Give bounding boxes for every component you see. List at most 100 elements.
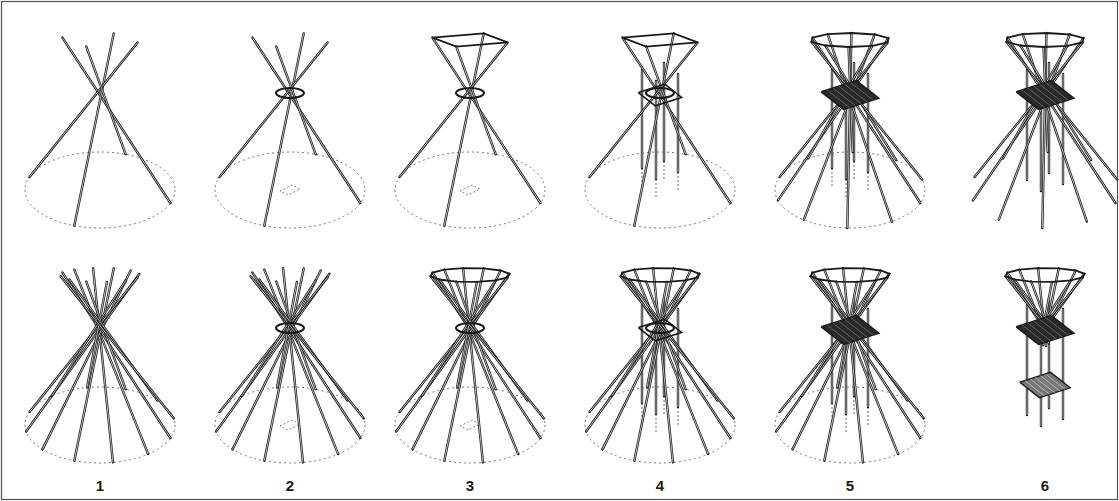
bamboo-pole [780,42,888,177]
bamboo-pole [74,268,113,460]
bamboo-pole [61,276,174,418]
tower-stage [775,33,925,228]
post-guide [678,172,679,192]
bamboo-pole [422,280,496,396]
bamboo-pole [431,276,544,418]
bamboo-pole-highlight [251,276,364,418]
bamboo-pole [975,42,1083,177]
collar-ring [456,88,484,98]
bamboo-pole-highlight [642,70,643,168]
bamboo-pole-highlight [1027,70,1028,180]
post-guide [678,407,679,427]
tower-stage [25,33,175,228]
bamboo-pole-highlight [61,276,174,418]
stage-number: 2 [270,477,310,495]
bamboo-pole [1023,34,1087,221]
bamboo-pole [804,34,875,219]
bamboo-pole-highlight [793,271,881,450]
bamboo-pole-highlight [1007,42,1118,180]
bamboo-pole [590,42,698,177]
bamboo-pole-highlight [612,280,686,396]
bamboo-pole [1007,42,1118,180]
bamboo-pole-highlight [276,47,315,155]
platform [821,316,879,345]
bamboo-pole-highlight [74,268,113,460]
bamboo-pole-highlight [457,282,477,388]
bamboo-pole-highlight [647,282,667,388]
platform [1016,81,1074,110]
bamboo-pole [264,268,303,460]
bamboo-pole-highlight [999,34,1070,219]
bamboo-pole [220,42,328,177]
bamboo-pole [646,47,685,155]
bamboo-pole [828,34,892,221]
post-guide [868,407,869,427]
bamboo-pole-highlight [622,38,730,203]
stage-number: 5 [830,477,870,495]
ground-circle [585,387,735,463]
post-guide [832,168,833,188]
bamboo-pole-highlight [804,34,875,219]
bamboo-pole-highlight [444,268,483,460]
top-ring [811,268,890,282]
post-guide [656,179,657,199]
bamboo-pole-highlight [431,276,544,418]
bamboo-pole-highlight [220,42,328,177]
post-guide [854,161,855,181]
bamboo-pole-highlight [43,271,131,450]
top-ring [1007,33,1084,47]
bamboo-pole-highlight [276,282,315,390]
bamboo-pole [43,271,131,450]
bamboo-pole [252,38,360,203]
platform-slat [851,317,873,335]
bamboo-pole-highlight [264,268,303,460]
ground-circle [215,387,365,463]
tower-stage [25,268,175,463]
bamboo-pole [233,271,321,450]
bamboo-pole-highlight [86,47,125,155]
platform [1016,316,1074,345]
bamboo-pole-highlight [621,276,734,418]
collar-ring [276,88,304,98]
bamboo-pole-highlight [62,38,170,203]
bamboo-pole-highlight [400,42,508,177]
bamboo-pole-highlight [603,271,691,450]
collar-ring [456,323,484,333]
bamboo-pole-highlight [233,271,321,450]
bamboo-pole [444,268,483,460]
bamboo-pole [242,280,316,396]
bamboo-pole [456,47,495,155]
ground-circle [395,387,545,463]
top-ring [621,268,700,282]
post-guide [846,179,847,199]
ground-circle [215,152,365,228]
tower-stage [775,268,925,463]
platform-slat [1046,82,1068,100]
bamboo-pole-highlight [413,271,501,450]
bamboo-pole-highlight [811,276,924,418]
bamboo-pole [52,280,126,396]
bamboo-pole [634,268,673,460]
bamboo-pole [641,70,643,168]
ground-circle [25,152,175,228]
tower-stage [585,33,735,228]
top-ring [812,33,889,47]
bamboo-pole [62,38,170,203]
stage-number: 1 [80,477,120,495]
post-guide [656,414,657,434]
bamboo-pole-highlight [1027,305,1028,415]
post-guide [868,172,869,192]
bamboo-pole [251,276,364,418]
bamboo-pole [1026,70,1028,180]
platform-slat [851,82,873,100]
bamboo-pole-highlight [277,282,297,388]
bamboo-pole [432,38,540,203]
platform [821,81,879,110]
bamboo-pole-highlight [975,42,1083,177]
bamboo-pole [621,276,734,418]
bamboo-pole [457,282,477,388]
bamboo-pole-highlight [828,34,892,221]
bamboo-pole [647,282,667,388]
bamboo-pole-highlight [456,47,495,155]
